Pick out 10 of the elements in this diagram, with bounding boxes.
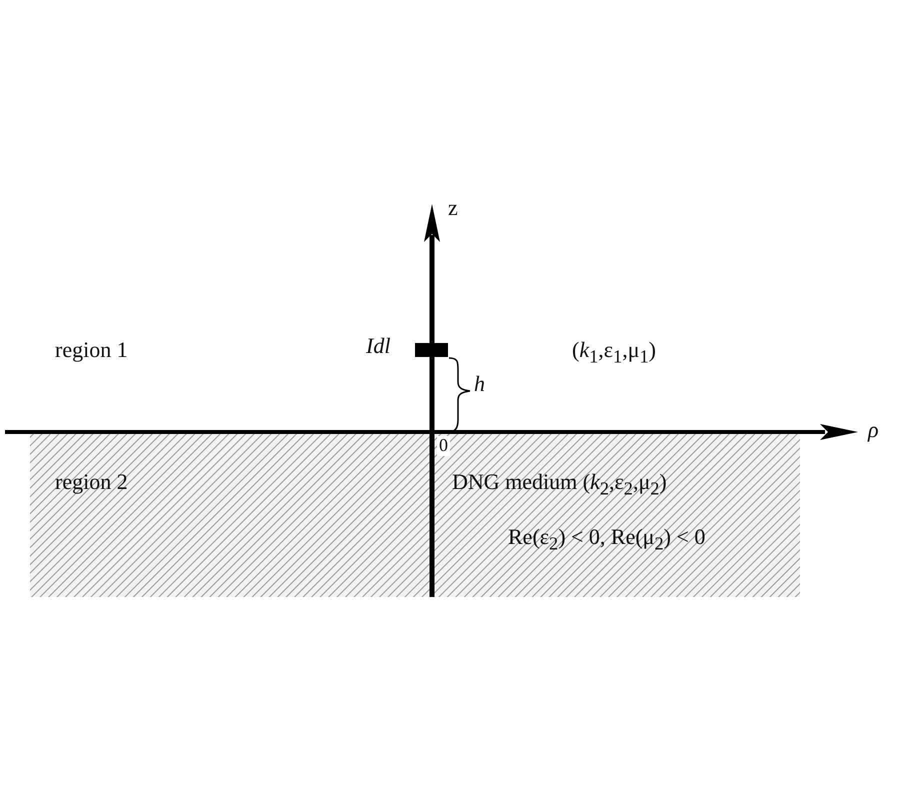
medium-condition: Re(ε$_{2}$) < 0, Re(μ$_{2}$) < 0 xyxy=(508,525,706,554)
medium-parameters: DNG medium (k$_{2}$,ε$_{2}$,μ$_{2}$) xyxy=(452,470,667,499)
origin-label: 0 xyxy=(437,436,450,456)
axis-label: ρ xyxy=(868,418,879,442)
region-label: region 1 xyxy=(55,338,128,362)
source-label: Idl xyxy=(366,334,390,358)
axis-label: z xyxy=(448,196,458,220)
region-label: region 2 xyxy=(55,470,128,494)
height-label: h xyxy=(474,372,485,396)
medium-parameters: (k$_{1}$,ε$_{1}$,μ$_{1}$) xyxy=(572,338,656,367)
